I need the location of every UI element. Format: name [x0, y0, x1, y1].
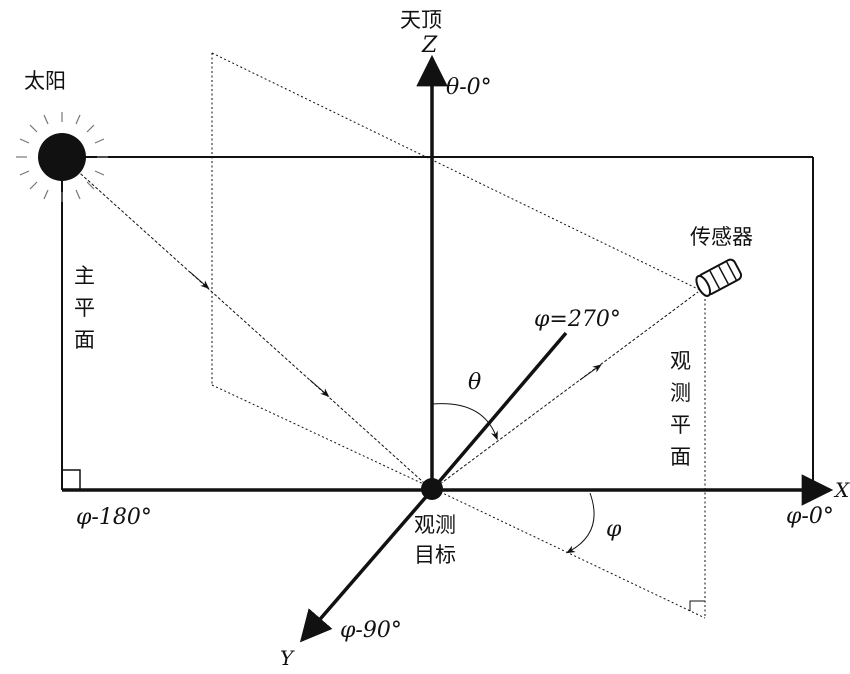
observation-plane-label-2: 测: [670, 381, 691, 405]
phi-label: φ: [606, 517, 622, 542]
observation-plane-label-4: 面: [670, 445, 691, 469]
principal-plane-rect: [61, 156, 814, 490]
theta-label: θ: [468, 370, 481, 395]
z-axis-label: Z: [421, 33, 438, 58]
target-label-1: 观测: [414, 513, 456, 537]
theta-zero-label: θ-0°: [446, 75, 492, 100]
principal-plane-label-1: 主: [74, 264, 95, 288]
observation-plane: [211, 52, 706, 619]
y-axis: [299, 488, 434, 643]
observation-plane-label-3: 平: [670, 413, 691, 437]
sun-label: 太阳: [24, 69, 66, 93]
sensor-label: 传感器: [690, 225, 753, 249]
sensor-icon: [695, 258, 743, 297]
zenith-label: 天顶: [400, 8, 442, 32]
reflected-ray: [431, 291, 699, 491]
target-label-2: 目标: [414, 543, 456, 567]
principal-plane-label-2: 平: [74, 296, 95, 320]
y-axis-label: Y: [280, 646, 295, 670]
phi-arc: [566, 492, 595, 554]
phi-270-axis: [430, 331, 568, 492]
x-axis-label: X: [833, 478, 850, 502]
incident-ray: [61, 156, 433, 491]
target-point: [421, 478, 443, 500]
theta-arc: [431, 403, 498, 441]
principal-plane-label-3: 面: [74, 328, 95, 352]
phi-0-label: φ-0°: [786, 504, 834, 529]
phi-90-label: φ-90°: [340, 618, 402, 643]
phi-180-label: φ-180°: [76, 505, 152, 530]
observation-plane-label-1: 观: [670, 349, 691, 373]
phi-270-label: φ=270°: [534, 307, 621, 332]
sun-icon: [16, 112, 108, 202]
